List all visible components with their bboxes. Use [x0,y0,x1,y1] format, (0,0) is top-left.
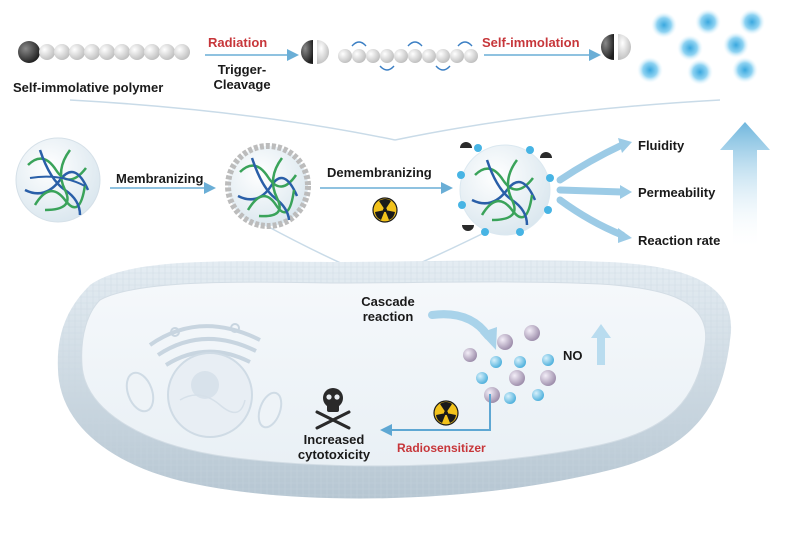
self-immolation-label: Self-immolation [482,35,580,50]
merge-line-left [69,99,396,141]
outcome-arrows [556,138,632,243]
polymer-nanoparticle [15,137,101,223]
cell-body [57,260,732,499]
radiation-hazard-icon-cell [433,400,459,426]
cleavage-line: Cleavage [213,77,271,92]
self-immolative-polymer-chain [18,41,190,63]
up-arrow-icon [591,324,611,365]
released-small-molecules [637,9,765,85]
cleaving-polymer-chain [301,40,478,71]
mitochondrion-right [257,391,283,429]
membranized-nanoparticle [225,143,311,229]
cleaved-end-group [601,34,631,60]
trigger-cleavage-label: Trigger- Cleavage [212,62,272,92]
demembranizing-label: Demembranizing [327,165,432,180]
demembranized-nanoparticle [457,142,554,236]
outcome-reaction-rate: Reaction rate [638,233,721,248]
self-immolative-polymer-label: Self-immolative polymer [13,80,164,95]
radiation-label: Radiation [208,35,268,50]
increase-up-arrow [720,122,770,250]
membranizing-label: Membranizing [116,171,204,186]
nucleus [167,352,253,438]
radiosensitizer-arrow [380,394,491,436]
reaction-line: reaction [362,309,414,324]
cascade-arrow [428,310,497,350]
mitochondrion-left [125,371,155,413]
merge-line-right [394,99,721,141]
golgi-apparatus [148,323,261,367]
radiosensitizer-label: Radiosensitizer [397,441,486,455]
cascade-reaction-label: Cascade reaction [352,294,424,324]
skull-crossbones-icon [315,388,351,430]
cascade-line: Cascade [361,294,415,309]
no-label: NO [563,348,583,363]
cytotoxicity-line: cytotoxicity [297,447,371,462]
outcome-fluidity: Fluidity [638,138,685,153]
trigger-line: Trigger- [217,62,267,77]
radiation-hazard-icon [372,197,398,223]
increased-cytotoxicity-label: Increased cytotoxicity [290,432,378,462]
increased-line: Increased [303,432,365,447]
nitric-oxide-cluster [463,325,556,404]
outcome-permeability: Permeability [638,185,716,200]
